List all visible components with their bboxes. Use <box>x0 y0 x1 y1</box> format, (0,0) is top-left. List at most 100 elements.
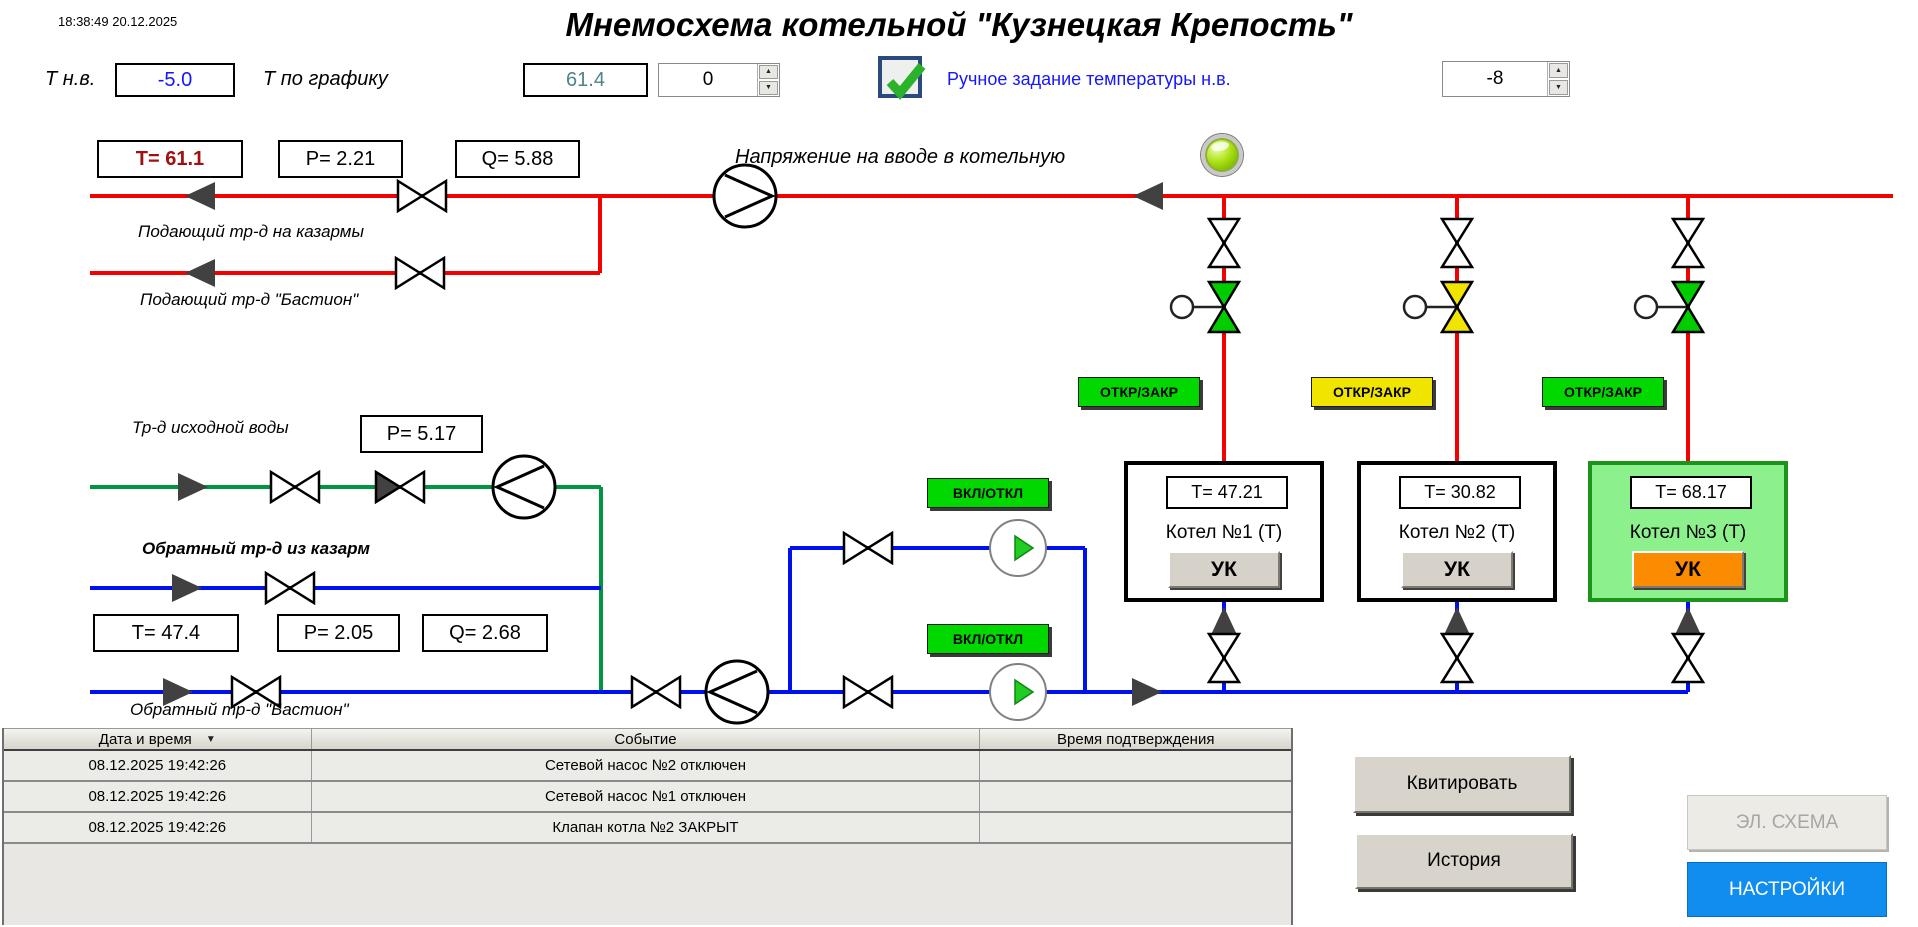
motor-valve-boiler-2[interactable] <box>1402 280 1474 334</box>
return-bastion-label: Обратный тр-д "Бастион" <box>130 700 349 719</box>
boiler-1-panel: T= 47.21 Котел №1 (Т) УК <box>1124 461 1324 602</box>
boiler-2-temp-readout: T= 30.82 <box>1399 476 1521 509</box>
event-description: Клапан котла №2 ЗАКРЫТ <box>312 813 981 842</box>
flow-arrow-boiler-2-return <box>1443 607 1471 637</box>
network-pump-1[interactable] <box>989 519 1047 577</box>
system-clock: 18:38:49 20.12.2025 <box>58 14 178 29</box>
event-ack-time <box>980 782 1291 811</box>
spin-down-icon[interactable]: ▼ <box>1549 80 1568 95</box>
spin-up-icon[interactable]: ▲ <box>759 65 778 79</box>
flow-arrow-return-main <box>1132 678 1162 706</box>
return-pressure-readout: P= 2.05 <box>277 614 400 652</box>
network-pump-2-on-off-button[interactable]: ВКЛ/ОТКЛ <box>927 624 1049 654</box>
boiler-3-temp-readout: T= 68.17 <box>1630 476 1752 509</box>
valve-pump-2-line <box>842 675 894 709</box>
network-pump-2[interactable] <box>989 663 1047 721</box>
spin-up-icon[interactable]: ▲ <box>1549 63 1568 78</box>
events-table: Дата и время ▼ Событие Время подтвержден… <box>2 728 1293 925</box>
flow-arrow-return-barracks <box>172 574 202 602</box>
supply-flow-readout: Q= 5.88 <box>455 140 580 178</box>
boiler-1-uk-button[interactable]: УК <box>1168 551 1280 588</box>
event-ack-time <box>980 751 1291 780</box>
valve-boiler-1-outlet <box>1207 632 1241 684</box>
column-header-datetime-label: Дата и время <box>98 730 192 748</box>
valve-source-water <box>269 470 321 504</box>
t-schedule-readout: 61.4 <box>523 63 648 97</box>
boiler-2-uk-button[interactable]: УК <box>1401 551 1513 588</box>
sort-descending-icon[interactable]: ▼ <box>205 733 216 745</box>
pump-return-main <box>704 659 770 725</box>
return-temp-readout: T= 47.4 <box>93 614 239 652</box>
voltage-indicator-light <box>1201 134 1243 176</box>
manual-setpoint-checkbox[interactable] <box>878 56 926 100</box>
pump-source-water <box>491 454 557 520</box>
event-description: Сетевой насос №1 отключен <box>312 782 981 811</box>
flow-arrow-supply-barracks <box>185 182 215 210</box>
manual-setpoint-value[interactable]: -8 <box>1486 68 1504 89</box>
pump-supply-main <box>712 163 778 229</box>
column-header-event[interactable]: Событие <box>312 729 981 749</box>
valve-return-main <box>630 675 682 709</box>
column-header-event-label: Событие <box>614 730 677 748</box>
valve-supply-bastion <box>394 256 446 290</box>
return-barracks-label: Обратный тр-д из казарм <box>142 539 370 558</box>
supply-temp-readout: T= 61.1 <box>97 140 243 178</box>
valve-pump-1-line <box>842 531 894 565</box>
valve-boiler-2-outlet <box>1440 632 1474 684</box>
source-pressure-readout: P= 5.17 <box>360 415 483 453</box>
boiler-1-name: Котел №1 (Т) <box>1165 522 1283 543</box>
source-water-label: Тр-д исходной воды <box>132 418 289 437</box>
event-ack-time <box>980 813 1291 842</box>
flow-arrow-source-water <box>178 473 208 501</box>
manual-setpoint-label: Ручное задание температуры н.в. <box>947 69 1231 89</box>
boiler-3-panel: T= 68.17 Котел №3 (Т) УК <box>1588 461 1788 602</box>
manual-setpoint-spinner[interactable]: -8 ▲ ▼ <box>1442 61 1570 97</box>
valve-supply-barracks <box>396 179 448 213</box>
flow-arrow-boiler-3-return <box>1674 607 1702 637</box>
events-table-header: Дата и время ▼ Событие Время подтвержден… <box>4 728 1291 751</box>
settings-button[interactable]: НАСТРОЙКИ <box>1687 862 1887 917</box>
motor-valve-boiler-3[interactable] <box>1633 280 1705 334</box>
flow-arrow-supply-main <box>1133 182 1163 210</box>
valve-boiler-2-inlet <box>1440 217 1474 269</box>
correction-spinner[interactable]: 0 ▲ ▼ <box>658 63 780 97</box>
acknowledge-button[interactable]: Квитировать <box>1353 755 1571 813</box>
motor-valve-boiler-1[interactable] <box>1169 280 1241 334</box>
checkmark-icon <box>886 63 926 100</box>
event-datetime: 08.12.2025 19:42:26 <box>4 782 312 811</box>
column-header-ack-time[interactable]: Время подтверждения <box>980 729 1291 749</box>
voltage-label: Напряжение на вводе в котельную <box>735 146 1066 168</box>
event-datetime: 08.12.2025 19:42:26 <box>4 751 312 780</box>
correction-value[interactable]: 0 <box>702 69 714 90</box>
column-header-ack-time-label: Время подтверждения <box>1057 730 1215 748</box>
boiler-2-panel: T= 30.82 Котел №2 (Т) УК <box>1357 461 1557 602</box>
t-schedule-label: Т по графику <box>263 68 388 90</box>
electrical-schema-button[interactable]: ЭЛ. СХЕМА <box>1687 795 1887 850</box>
t-outdoor-label: Т н.в. <box>45 68 96 90</box>
boiler-3-valve-open-close-button[interactable]: ОТКР/ЗАКР <box>1542 377 1664 407</box>
boiler-3-uk-button[interactable]: УК <box>1632 551 1744 588</box>
column-header-datetime[interactable]: Дата и время ▼ <box>4 729 312 749</box>
history-button[interactable]: История <box>1355 833 1573 889</box>
flow-arrow-supply-bastion <box>185 259 215 287</box>
boiler-2-name: Котел №2 (Т) <box>1398 522 1516 543</box>
boiler-2-valve-open-close-button[interactable]: ОТКР/ЗАКР <box>1311 377 1433 407</box>
boiler-1-valve-open-close-button[interactable]: ОТКР/ЗАКР <box>1078 377 1200 407</box>
flow-arrow-boiler-1-return <box>1210 607 1238 637</box>
supply-pressure-readout: P= 2.21 <box>278 140 403 178</box>
valve-boiler-3-inlet <box>1671 217 1705 269</box>
page-title: Мнемосхема котельной "Кузнецкая Крепость… <box>565 6 1353 43</box>
network-pump-1-on-off-button[interactable]: ВКЛ/ОТКЛ <box>927 478 1049 508</box>
boiler-1-temp-readout: T= 47.21 <box>1166 476 1288 509</box>
boiler-3-name: Котел №3 (Т) <box>1629 522 1747 543</box>
spin-down-icon[interactable]: ▼ <box>759 81 778 95</box>
valve-boiler-3-outlet <box>1671 632 1705 684</box>
event-description: Сетевой насос №2 отключен <box>312 751 981 780</box>
valve-return-barracks <box>264 571 316 605</box>
